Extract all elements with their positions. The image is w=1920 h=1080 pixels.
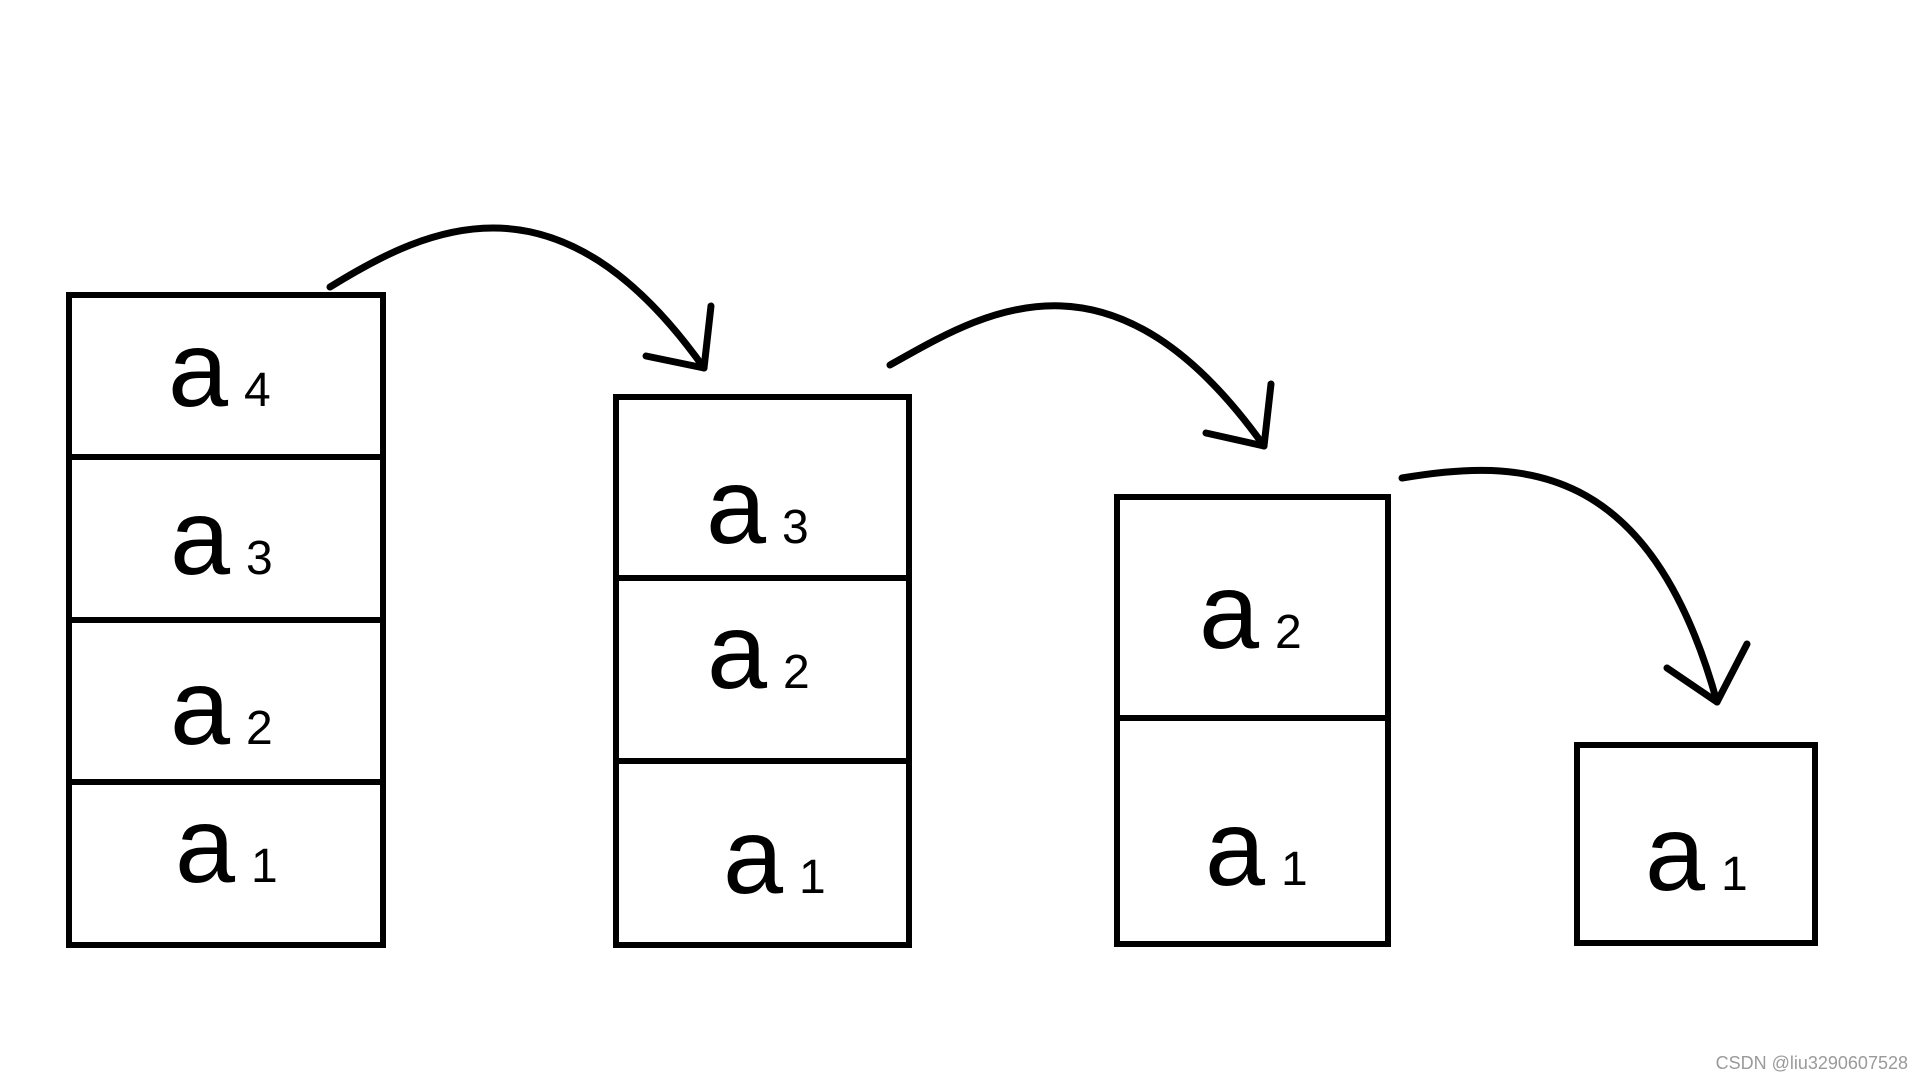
cell-index: 1	[1721, 848, 1748, 901]
stack-1-cell-a2: a 2	[170, 646, 273, 767]
arrow-1-curve	[326, 224, 708, 372]
stack-2-cell-a1: a 1	[723, 795, 826, 916]
cell-letter: a	[707, 590, 768, 711]
cell-index: 3	[782, 501, 809, 554]
cell-letter: a	[1205, 787, 1266, 908]
arrow-2-curve	[886, 302, 1268, 450]
stack-3-cell-a1: a 1	[1205, 787, 1308, 908]
arrow-1	[326, 224, 715, 372]
cell-letter: a	[175, 784, 236, 905]
stack-2-cell-a3: a 3	[706, 445, 809, 566]
arrow-2	[886, 302, 1275, 450]
stack-1: a 4 a 3 a 2 a 1	[66, 292, 386, 948]
stack-4-frame	[1574, 742, 1818, 946]
cell-letter: a	[1199, 550, 1260, 671]
cell-index: 2	[783, 646, 810, 699]
stack-3: a 2 a 1	[1114, 494, 1391, 947]
cell-letter: a	[170, 476, 231, 597]
stack-2: a 3 a 2 a 1	[613, 394, 912, 948]
cell-index: 2	[246, 702, 273, 755]
cell-letter: a	[706, 445, 767, 566]
stack-2-cell-a2: a 2	[707, 590, 810, 711]
arrow-3-curve	[1398, 466, 1721, 706]
cell-index: 1	[251, 840, 278, 893]
arrow-3	[1398, 466, 1751, 706]
arrow-3-head	[1663, 640, 1751, 706]
stack-1-cell-a4: a 4	[168, 308, 271, 429]
stack-1-cell-a1: a 1	[175, 784, 278, 905]
arrow-2-head	[1202, 380, 1275, 450]
cell-letter: a	[168, 308, 229, 429]
cell-index: 4	[244, 364, 271, 417]
cell-index: 1	[1281, 843, 1308, 896]
stack-2-frame	[613, 394, 912, 948]
stack-3-cell-a2: a 2	[1199, 550, 1302, 671]
stack-1-cell-a3: a 3	[170, 476, 273, 597]
cell-letter: a	[723, 795, 784, 916]
stack-4-cell-a1: a 1	[1645, 792, 1748, 913]
cell-letter: a	[170, 646, 231, 767]
watermark: CSDN @liu3290607528	[1715, 1053, 1908, 1073]
cell-index: 2	[1275, 606, 1302, 659]
stack-4: a 1	[1574, 742, 1818, 946]
cell-letter: a	[1645, 792, 1706, 913]
arrow-1-head	[642, 302, 715, 372]
cell-index: 1	[799, 851, 826, 904]
cell-index: 3	[246, 532, 273, 585]
